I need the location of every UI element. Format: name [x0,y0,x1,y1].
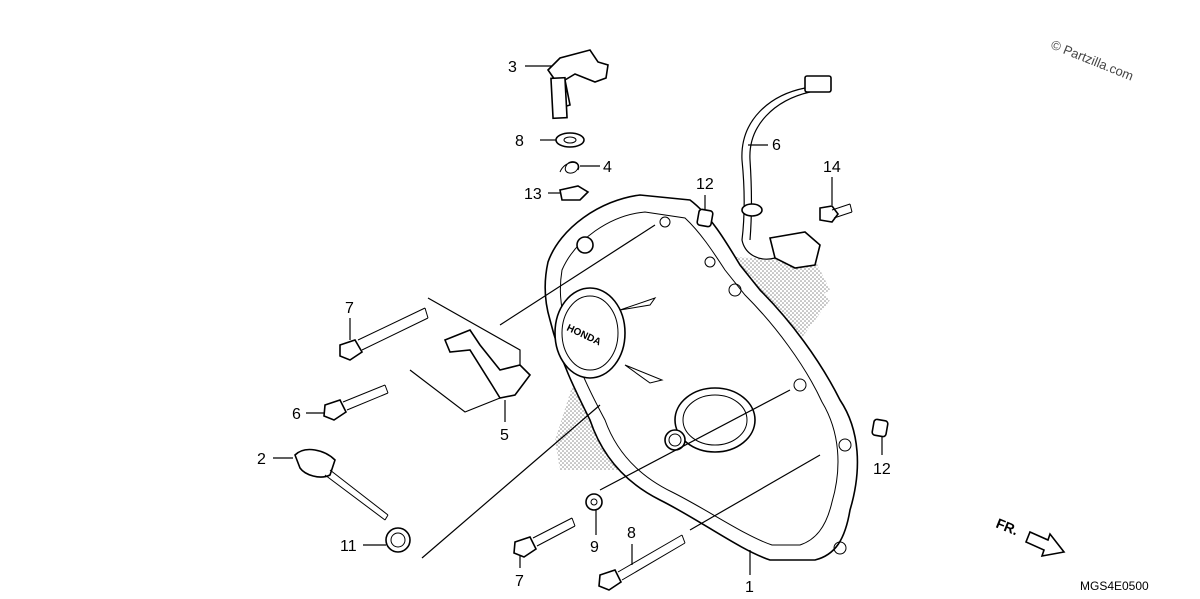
callout-6: 6 [772,137,781,154]
washer-part-13 [559,185,590,201]
callout-9: 9 [590,539,599,556]
leader-lines [273,65,883,575]
o-ring-part-11 [385,527,411,553]
callout-12a: 12 [696,176,714,193]
callout-11: 11 [340,538,357,555]
front-label: FR. [994,515,1021,538]
watermark-text: © Partzilla.com [1049,37,1136,84]
crankcase-cover: HONDA [544,194,859,561]
callout-14: 14 [823,159,841,176]
callout-8b: 8 [627,525,636,542]
oil-seal-part-10 [555,132,585,148]
front-arrow-indicator: FR. [994,515,1066,558]
dowel-pin-part-12b [871,418,889,438]
shift-shaft-part-3 [546,49,609,120]
spring-part-4 [559,161,580,174]
callout-7a: 6 [292,406,301,423]
bolt-part-8-bottom [598,534,686,591]
bolt-part-8-upper [339,307,429,361]
diagram-code: MGS4E0500 [1080,579,1149,593]
callout-3: 3 [508,59,517,76]
callout-2: 2 [257,451,266,468]
bracket-part-5 [443,329,532,399]
callout-1: 1 [745,579,754,596]
dowel-pin-part-12a [696,208,714,228]
sensor-harness-part-6 [741,75,832,269]
callout-12b: 12 [873,461,891,478]
washer-part-9 [585,493,603,511]
bolt-part-14 [819,203,853,223]
callout-8a: 7 [345,300,354,317]
callout-5: 5 [500,427,509,444]
callout-4: 4 [603,159,612,176]
callout-10: 8 [515,133,524,150]
callout-13: 13 [524,186,542,203]
bolt-part-7-left [323,384,389,421]
dipstick-part-2 [294,448,389,521]
bolt-part-7-bottom [513,517,576,558]
callout-7b: 7 [515,573,524,590]
